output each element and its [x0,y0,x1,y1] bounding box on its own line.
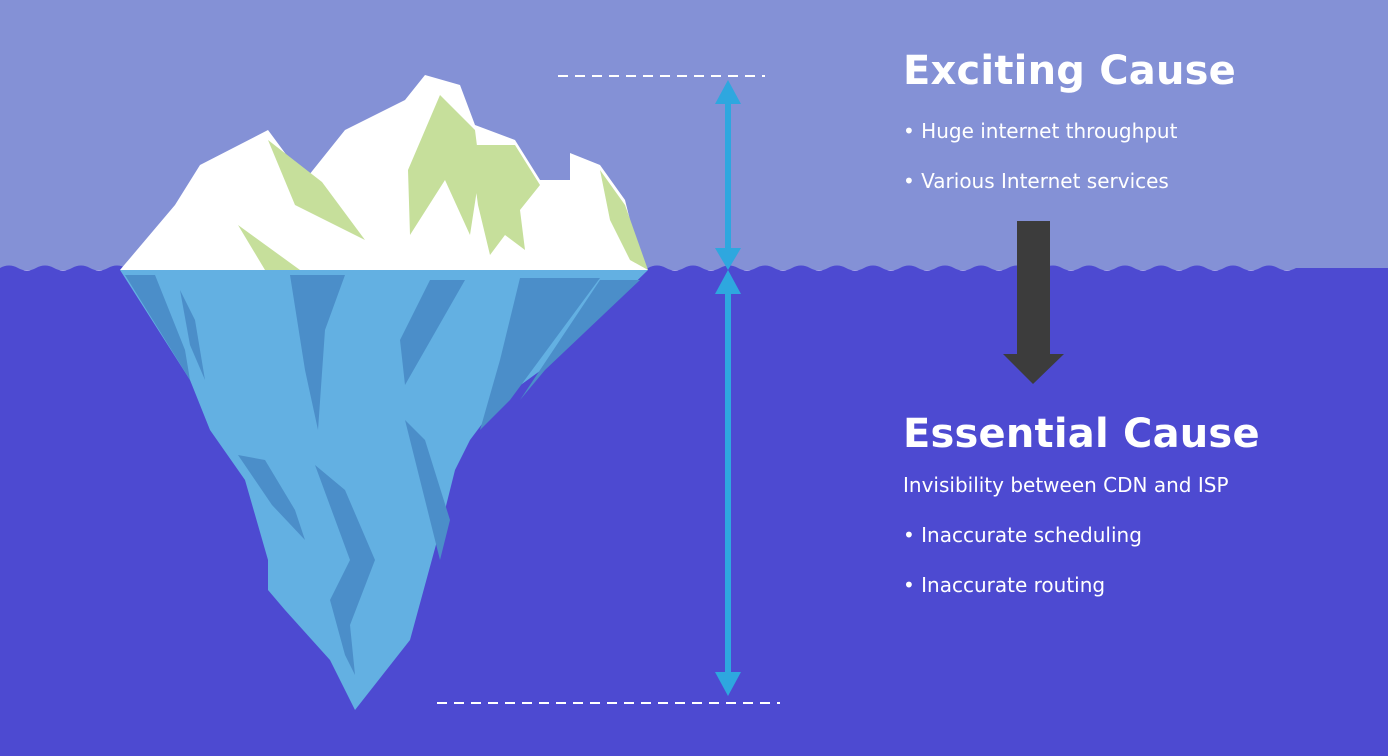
iceberg-shadow-2 [180,290,205,380]
essential-cause-item: • Inaccurate scheduling [903,523,1142,547]
iceberg-icon [120,75,648,710]
iceberg-shadow-8 [315,465,375,675]
iceberg-shadow-5 [480,278,600,430]
iceberg-moss-4 [600,170,648,270]
exciting-cause-item: • Various Internet services [903,169,1169,193]
iceberg-moss-left [238,225,300,270]
iceberg-moss-3 [470,145,540,255]
essential-cause-item: • Inaccurate routing [903,573,1106,597]
iceberg-shadow-9 [405,420,450,560]
double-arrow-icon [715,80,741,696]
iceberg-shadow-7 [238,455,305,540]
essential-cause-title: Essential Cause [903,411,1260,457]
iceberg-shadow-3 [290,275,345,430]
iceberg-moss-2 [408,95,480,235]
essential-cause-subtitle: Invisibility between CDN and ISP [903,473,1229,497]
iceberg-moss-1 [268,140,365,240]
exciting-cause-title: Exciting Cause [903,48,1236,94]
exciting-cause-item: • Huge internet throughput [903,119,1178,143]
iceberg-shadow-4 [400,280,465,385]
iceberg-shadow-1 [125,275,190,380]
down-arrow-icon [1003,221,1064,384]
